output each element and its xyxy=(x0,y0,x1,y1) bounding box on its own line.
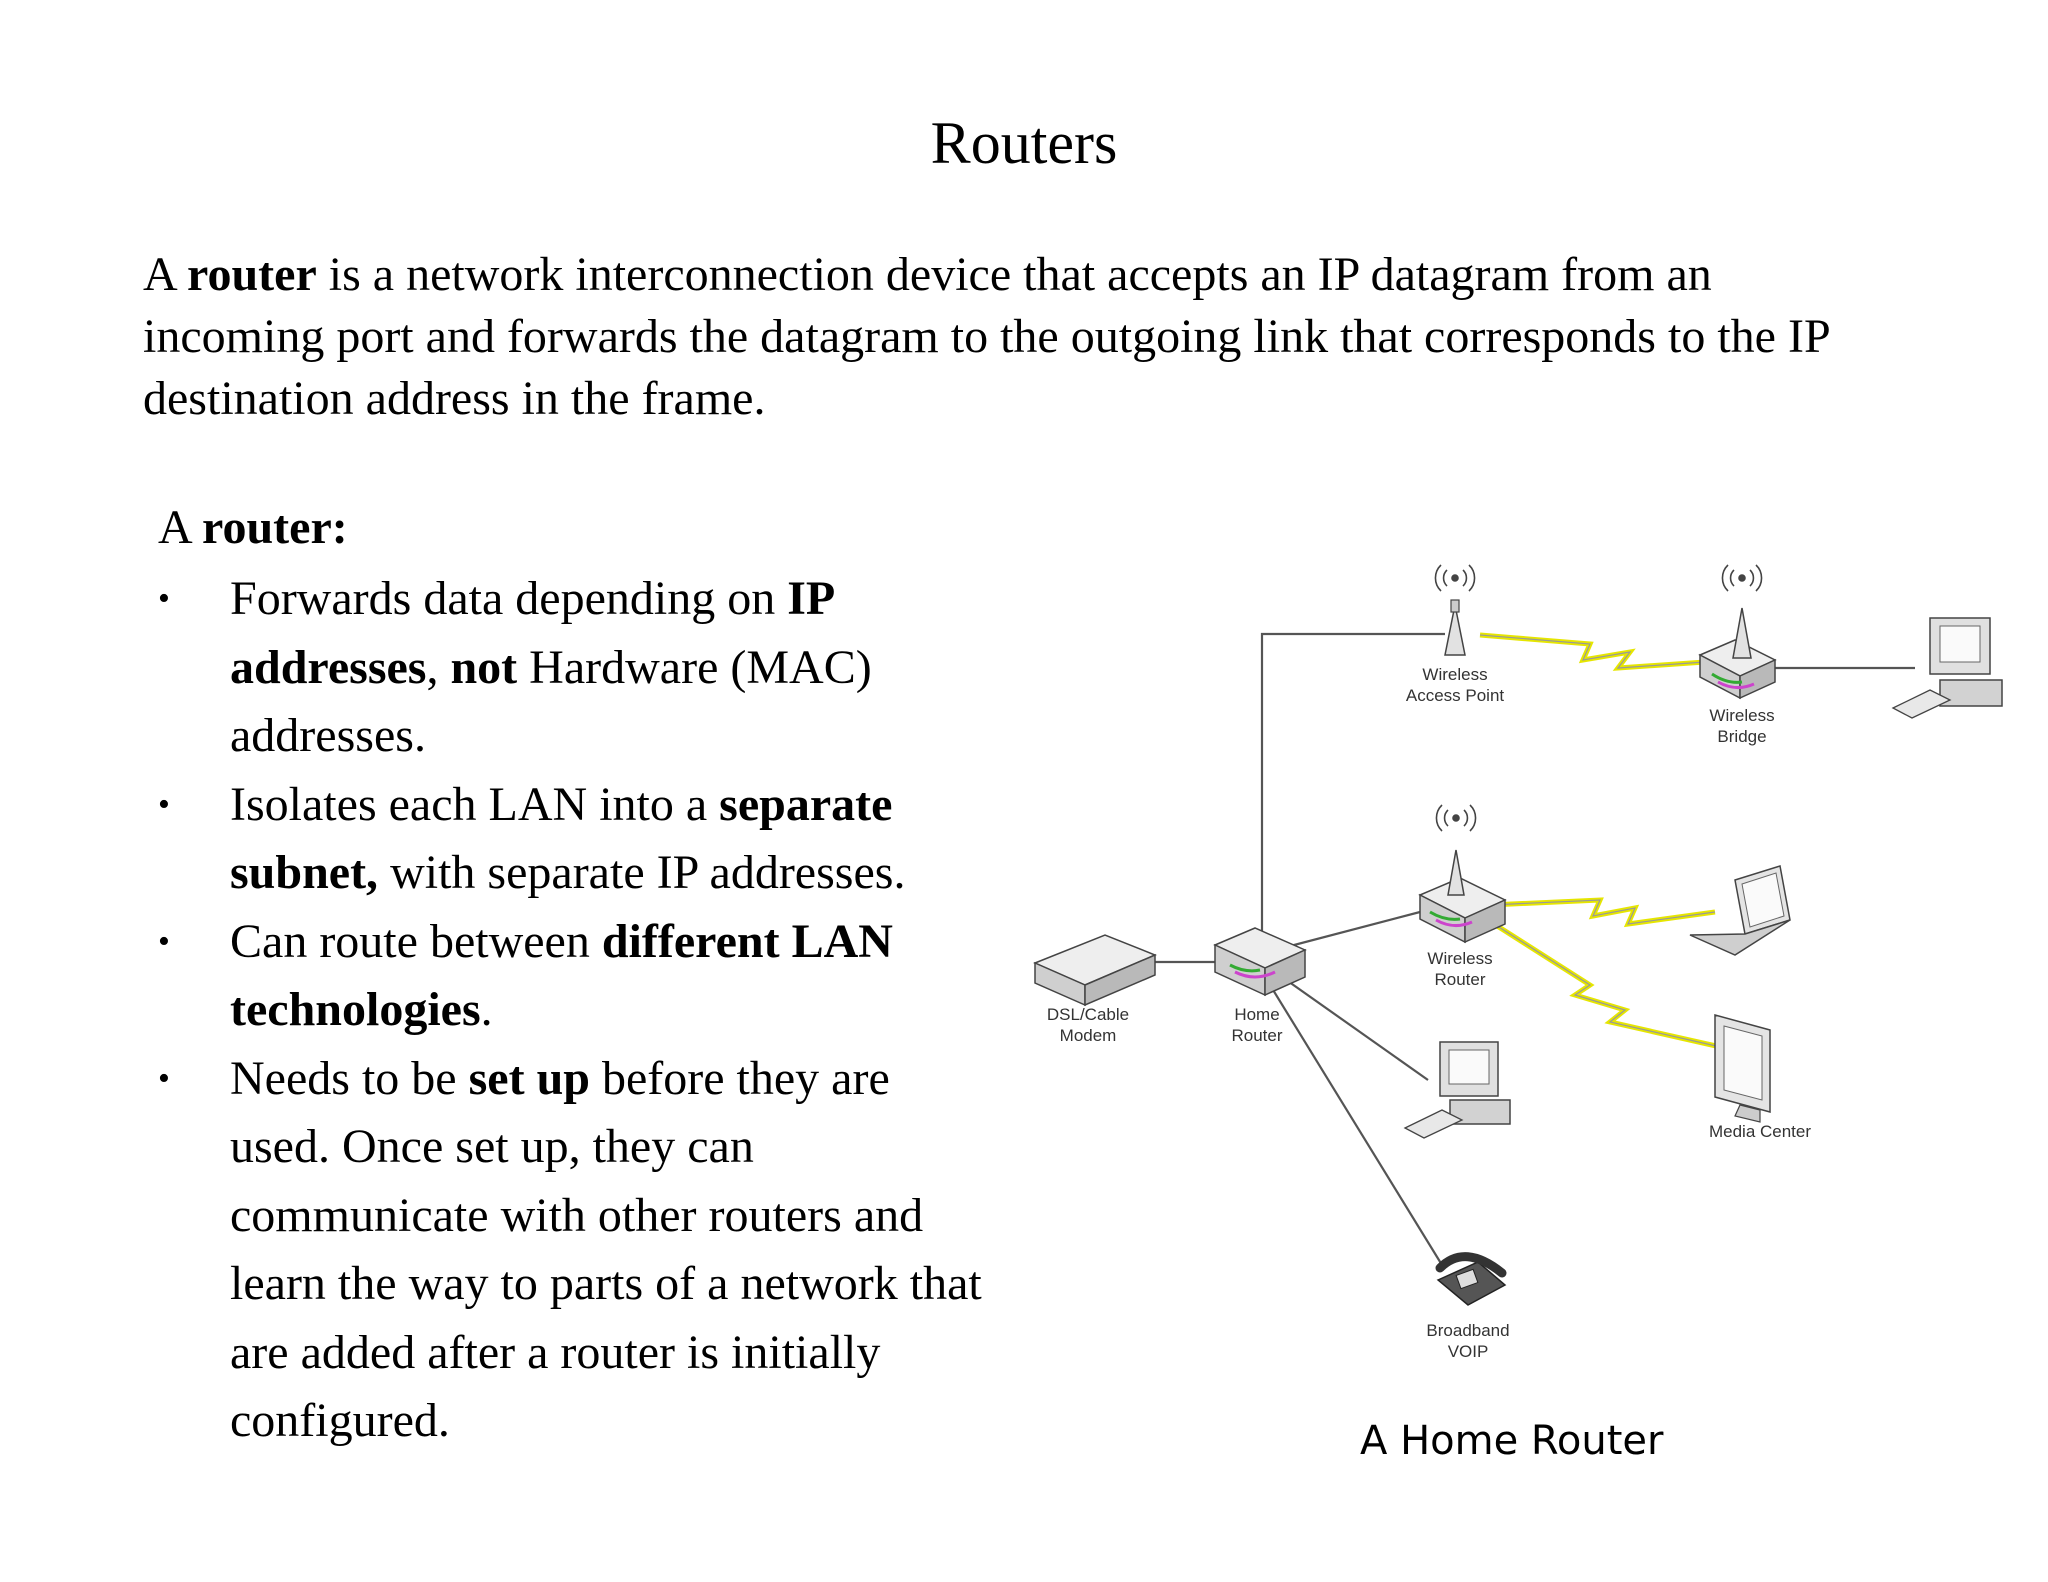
router-icon xyxy=(1213,927,1307,997)
list-item: • Can route between different LAN technol… xyxy=(158,908,998,1045)
bullet-text: . xyxy=(480,983,493,1036)
monitor-icon xyxy=(1714,1014,1771,1123)
antenna-icon xyxy=(1721,564,1763,592)
bullet-bold: separate subnet, xyxy=(230,777,893,900)
bullet-text: Needs to be xyxy=(230,1051,469,1105)
bullet-text: before they are used. Once set up, they … xyxy=(230,1051,982,1448)
label-media: Media Center xyxy=(1709,1122,1811,1141)
intro-text-2: is a network interconnection device that… xyxy=(143,248,1829,425)
bullet-icon: • xyxy=(158,922,170,960)
access-point-icon xyxy=(1434,564,1476,656)
label-voip-2: VOIP xyxy=(1448,1342,1489,1361)
bullet-bold: different LAN technologies xyxy=(230,914,893,1037)
label-wap-1: Wireless xyxy=(1422,665,1487,684)
link-router-voip xyxy=(1269,984,1443,1266)
modem-icon xyxy=(1033,934,1157,1007)
bullet-bold: IP addresses xyxy=(230,572,833,694)
link-router-wireless-router xyxy=(1274,910,1421,952)
computer-icon xyxy=(1891,617,2003,719)
wireless-link-bridge xyxy=(1479,632,1706,671)
bullet-icon: • xyxy=(158,1059,170,1097)
bullet-text: Forwards data depending on xyxy=(230,572,788,625)
list-item: • Needs to be set up before they are used… xyxy=(158,1045,998,1456)
label-wap-2: Access Point xyxy=(1406,686,1505,705)
list-item: • Forwards data depending on IP addresses… xyxy=(158,565,998,771)
bullet-text: with separate IP addresses. xyxy=(378,846,906,899)
bullet-text: , xyxy=(426,640,451,694)
antenna-icon xyxy=(1434,564,1476,592)
list-heading-text: A xyxy=(158,501,203,554)
diagram-caption: A Home Router xyxy=(1360,1418,1664,1464)
home-router-diagram: Wireless Access Point Wireless Bridge Wi… xyxy=(1033,564,2003,1361)
bullet-text: Isolates each LAN into a xyxy=(230,777,720,831)
link-router-desktop xyxy=(1274,971,1429,1081)
label-modem-2: Modem xyxy=(1060,1026,1117,1045)
intro-paragraph: A router is a network interconnection de… xyxy=(143,244,1903,430)
feature-list: • Forwards data depending on IP addresses… xyxy=(158,565,998,1456)
bullet-icon: • xyxy=(158,580,170,617)
intro-bold-router: router xyxy=(187,248,317,301)
wireless-links xyxy=(1478,632,1726,1051)
antenna-icon xyxy=(1435,804,1477,832)
label-home-2: Router xyxy=(1231,1026,1282,1045)
bullet-text: Can route between xyxy=(230,914,602,968)
laptop-icon xyxy=(1689,865,1791,956)
label-bridge-2: Bridge xyxy=(1717,727,1766,746)
label-home-1: Home xyxy=(1234,1005,1279,1024)
list-heading: A router: xyxy=(158,497,348,559)
bullet-bold: not xyxy=(450,640,518,694)
wireless-router-icon xyxy=(1418,804,1507,944)
label-modem-1: DSL/Cable xyxy=(1047,1005,1129,1024)
label-wrouter-2: Router xyxy=(1434,970,1485,989)
label-wrouter-1: Wireless xyxy=(1427,949,1492,968)
label-bridge-1: Wireless xyxy=(1709,706,1774,725)
label-voip-1: Broadband xyxy=(1426,1321,1509,1340)
link-router-wap xyxy=(1260,632,1445,960)
slide-title: Routers xyxy=(930,110,1118,176)
computer-icon xyxy=(1403,1041,1511,1139)
wireless-link-media xyxy=(1478,912,1726,1051)
list-heading-bold: router: xyxy=(202,501,348,554)
bullet-bold: set up xyxy=(468,1051,590,1105)
bullet-icon: • xyxy=(158,785,170,823)
wired-links xyxy=(1110,632,1915,1266)
bridge-icon xyxy=(1698,564,1777,700)
list-item: • Isolates each LAN into a separate subne… xyxy=(158,771,998,908)
bullet-text: Hardware (MAC) addresses. xyxy=(230,640,872,763)
intro-text-1: A xyxy=(143,248,188,301)
telephone-icon xyxy=(1435,1252,1507,1306)
